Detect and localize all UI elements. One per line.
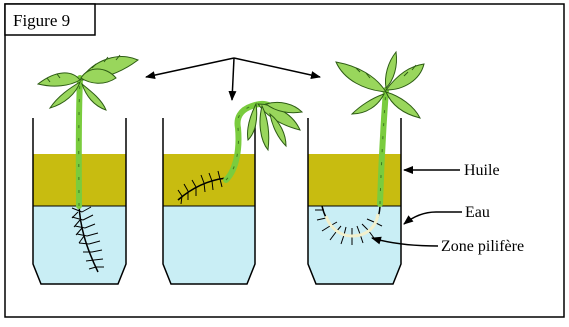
label-oil: Huile <box>464 162 500 179</box>
figure-title-box: Figure 9 <box>5 4 95 35</box>
figure-title: Figure 9 <box>13 11 70 30</box>
oil-layer-2 <box>163 154 255 206</box>
water-layer-3 <box>308 206 401 284</box>
water-layer-1 <box>33 206 126 284</box>
water-layer-2 <box>163 206 255 284</box>
oil-layer-3 <box>308 154 401 206</box>
label-root-hair-zone: Zone pilifère <box>441 238 524 255</box>
label-water: Eau <box>465 204 490 221</box>
stem-1 <box>79 78 80 206</box>
